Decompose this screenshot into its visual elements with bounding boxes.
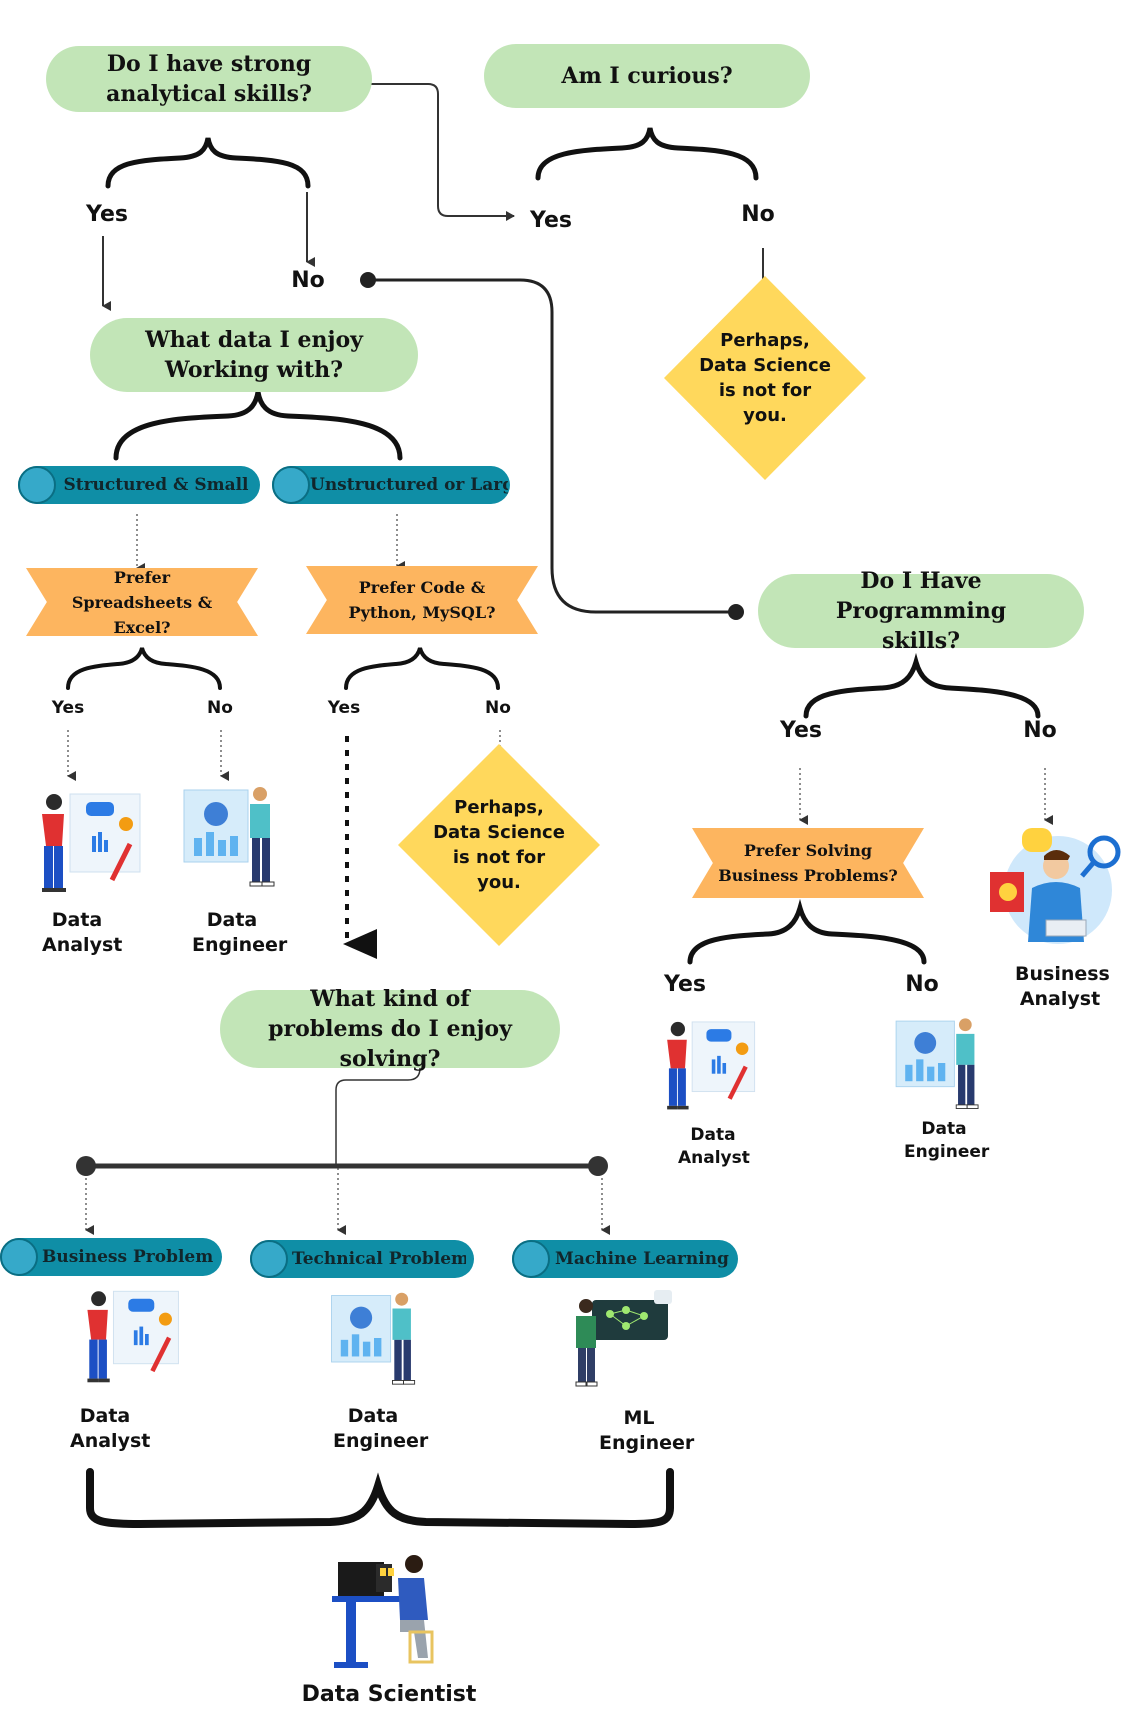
role-business-analyst: Business Analyst (1002, 962, 1118, 1012)
answer-yes-code: Yes (327, 698, 361, 718)
problem-type-technical-label: Technical Problems (292, 1249, 466, 1269)
brace-programming (803, 652, 1041, 719)
role-data-engineer-label: Data Engineer (904, 1119, 990, 1162)
problem-type-technical: Technical Problems (250, 1240, 474, 1278)
business-analyst-illustration (990, 828, 1121, 944)
question-analytical-label: Do I have strong analytical skills? (106, 51, 312, 107)
brace-curious (535, 127, 759, 181)
brace-business (687, 898, 927, 965)
role-business-analyst-label: Business Analyst (1015, 963, 1110, 1010)
role-data-analyst-label: Data Analyst (70, 1405, 151, 1452)
question-data-enjoy: What data I enjoy Working with? (90, 318, 418, 392)
answer-yes-business: Yes (664, 972, 706, 997)
role-data-engineer-1: Data Engineer (182, 908, 288, 958)
answer-no-business: No (905, 972, 939, 997)
ml-engineer-illustration (575, 1290, 672, 1387)
data-type-structured-label: Structured & Small (63, 475, 249, 495)
role-ml-engineer-label: ML Engineer (599, 1407, 695, 1454)
brace-data-scientist (86, 1468, 674, 1529)
data-type-structured: Structured & Small (18, 466, 260, 504)
preference-spreadsheets-label: Prefer Spreadsheets & Excel? (71, 567, 213, 637)
bullet-icon (250, 1240, 288, 1278)
data-type-unstructured-label: Unstructured or Large (310, 475, 508, 495)
problem-type-business: Business Problems (0, 1238, 222, 1276)
bullet-icon (0, 1238, 38, 1276)
role-data-analyst-3: Data Analyst (52, 1404, 158, 1454)
preference-code: Prefer Code & Python, MySQL? (306, 566, 538, 634)
answer-no-code: No (485, 698, 511, 718)
role-data-engineer-label: Data Engineer (192, 909, 288, 956)
problem-type-business-label: Business Problems (42, 1247, 214, 1267)
data-engineer-illustration-3 (331, 1292, 416, 1385)
preference-business-label: Prefer Solving Business Problems? (718, 841, 898, 885)
answer-yes-spreadsheets: Yes (51, 698, 85, 718)
brace-analytical (105, 137, 311, 189)
role-data-engineer-label: Data Engineer (333, 1405, 429, 1452)
brace-data (113, 391, 403, 461)
data-analyst-illustration-3 (87, 1290, 179, 1383)
problem-type-ml-label: Machine Learning (555, 1249, 729, 1269)
role-ml-engineer: ML Engineer (586, 1406, 695, 1456)
question-problems-label: What kind of problems do I enjoy solving… (268, 986, 512, 1072)
answer-no-spreadsheets: No (207, 698, 233, 718)
preference-spreadsheets: Prefer Spreadsheets & Excel? (26, 568, 258, 636)
answer-yes-programming: Yes (780, 718, 822, 743)
preference-code-label: Prefer Code & Python, MySQL? (348, 578, 496, 622)
brace-code (344, 647, 500, 690)
bullet-icon (272, 466, 310, 504)
data-analyst-illustration-2 (667, 1021, 756, 1110)
data-engineer-illustration-2 (895, 1018, 979, 1109)
brace-spreadsheets (66, 647, 222, 690)
bullet-icon (18, 466, 56, 504)
question-data-enjoy-label: What data I enjoy Working with? (145, 327, 363, 383)
role-data-engineer-3: Data Engineer (320, 1404, 429, 1454)
not-for-you-curious-label: Perhaps, Data Science is not for you. (699, 330, 831, 426)
answer-no-curious: No (741, 202, 775, 227)
answer-no-analytical: No (291, 268, 325, 293)
not-for-you-code-label: Perhaps, Data Science is not for you. (433, 797, 565, 893)
question-curious: Am I curious? (484, 44, 810, 108)
question-analytical-skills: Do I have strong analytical skills? (46, 46, 372, 112)
preference-business: Prefer Solving Business Problems? (692, 828, 924, 898)
role-data-analyst-label: Data Analyst (42, 909, 123, 956)
data-analyst-illustration-1 (42, 793, 141, 892)
answer-yes-curious: Yes (530, 208, 572, 233)
question-programming-skills: Do I Have Programming skills? (758, 568, 1084, 654)
role-data-analyst-label: Data Analyst (678, 1125, 750, 1168)
bullet-icon (512, 1240, 550, 1278)
answer-no-programming: No (1023, 718, 1057, 743)
role-data-analyst-2: Data Analyst (666, 1124, 760, 1170)
question-problems: What kind of problems do I enjoy solving… (220, 986, 560, 1072)
problem-type-ml: Machine Learning (512, 1240, 738, 1278)
data-type-unstructured: Unstructured or Large (272, 466, 510, 504)
question-programming-label: Do I Have Programming skills? (835, 568, 1007, 654)
question-curious-label: Am I curious? (561, 63, 733, 89)
role-data-engineer-2: Data Engineer (894, 1118, 994, 1164)
answer-yes-analytical: Yes (86, 202, 128, 227)
role-data-scientist: Data Scientist (301, 1682, 477, 1707)
data-scientist-illustration (332, 1555, 434, 1668)
role-data-analyst-1: Data Analyst (24, 908, 130, 958)
data-engineer-illustration-1 (183, 787, 275, 887)
